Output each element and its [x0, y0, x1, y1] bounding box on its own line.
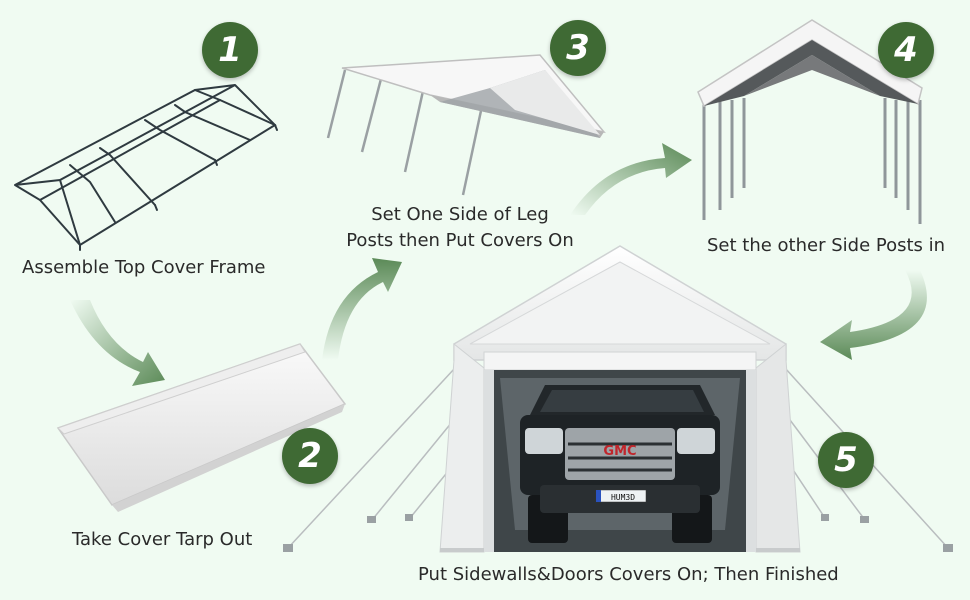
step-2-badge: 2	[282, 428, 338, 484]
step-3-badge: 3	[550, 20, 606, 76]
step-5-badge: 5	[818, 432, 874, 488]
arrow-step2-to-3	[322, 258, 402, 360]
tarp-illustration	[56, 343, 347, 512]
full-canopy-illustration	[697, 19, 923, 224]
arrow-step4-to-5	[820, 270, 927, 360]
step-3-caption-line-1: Set One Side of Leg	[371, 204, 549, 225]
arrow-step1-to-2	[70, 300, 165, 386]
step-5-caption: Put Sidewalls&Doors Covers On; Then Fini…	[418, 564, 839, 585]
step-1-badge: 1	[202, 22, 258, 78]
truck	[520, 385, 720, 543]
half-canopy-illustration	[326, 54, 606, 196]
frame-illustration	[14, 84, 278, 251]
step-1-caption: Assemble Top Cover Frame	[22, 257, 266, 278]
step-4-caption: Set the other Side Posts in	[707, 235, 946, 256]
step-2-caption: Take Cover Tarp Out	[72, 529, 253, 550]
arrow-step3-to-4	[570, 143, 692, 215]
enclosed-tent-illustration	[283, 245, 953, 553]
step-3-caption: Set One Side of Leg Posts then Put Cover…	[342, 202, 578, 254]
grille-logo: GMC	[603, 444, 636, 459]
step-4-badge: 4	[878, 22, 934, 78]
license-plate: HUM3D	[611, 493, 635, 502]
step-3-caption-line-2: Posts then Put Covers On	[346, 230, 574, 251]
